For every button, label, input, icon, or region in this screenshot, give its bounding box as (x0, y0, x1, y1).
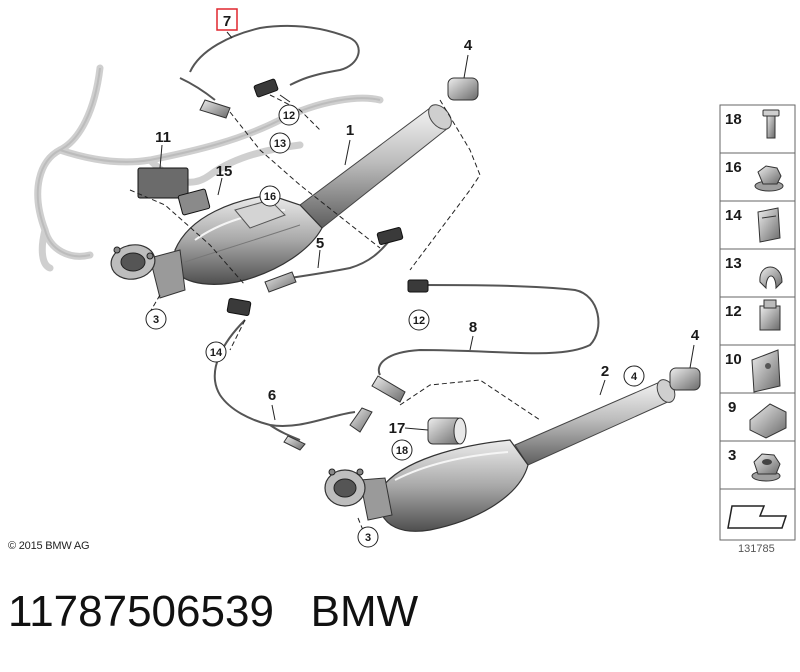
isolator-part-17 (427, 417, 467, 445)
callout-5: 5 (316, 235, 324, 252)
circle-callout-18: 18 (391, 439, 413, 461)
copyright-notice: © 2015 BMW AG (8, 540, 90, 552)
clamp-icon (749, 403, 787, 439)
callout-labels: 7 4 1 11 15 5 8 4 2 6 17 (155, 13, 700, 437)
circled-callouts: 12 13 16 3 12 14 4 18 3 (145, 104, 645, 548)
circle-callout-4: 4 (623, 365, 645, 387)
svg-text:16: 16 (264, 191, 276, 203)
callout-8: 8 (469, 319, 477, 336)
panel-num-9: 9 (728, 399, 736, 416)
callout-15: 15 (216, 163, 233, 180)
cable-clip-icon (759, 266, 783, 290)
clip-holder-icon (757, 207, 781, 243)
connectors (137, 78, 429, 316)
clamp-part-4 (447, 77, 701, 391)
svg-text:4: 4 (631, 371, 638, 383)
callout-4-upper: 4 (464, 37, 473, 54)
hex-flange-nut-icon (754, 165, 784, 192)
svg-text:14: 14 (210, 347, 223, 359)
circle-callout-13: 13 (269, 132, 291, 154)
upper-catalytic-converter (110, 104, 452, 299)
callout-2: 2 (601, 363, 609, 380)
svg-text:12: 12 (283, 110, 295, 122)
callout-17: 17 (389, 420, 406, 437)
plug-holder-icon (759, 299, 781, 331)
callout-4-lower: 4 (691, 327, 700, 344)
bolt-icon (762, 109, 780, 139)
callout-1: 1 (346, 122, 354, 139)
part-number: 11787506539 (8, 587, 274, 636)
circle-callout-16: 16 (259, 185, 281, 207)
hardware-side-panel: 18 16 14 13 12 10 9 (719, 104, 796, 541)
circle-callout-12-middle: 12 (408, 309, 430, 331)
svg-text:13: 13 (274, 138, 286, 150)
brand-name: BMW (310, 587, 419, 636)
panel-num-13: 13 (725, 255, 742, 272)
panel-num-10: 10 (725, 351, 742, 368)
arrow-icon (727, 505, 788, 529)
circle-callout-3-lower: 3 (357, 526, 379, 548)
svg-text:3: 3 (365, 532, 371, 544)
hex-nut-icon (751, 453, 781, 482)
svg-text:12: 12 (413, 315, 425, 327)
sensor-bodies (199, 99, 406, 451)
circle-callout-14: 14 (205, 341, 227, 363)
diagram-id: 131785 (738, 543, 775, 555)
highlight-box-7 (216, 8, 238, 31)
circle-callout-12-upper: 12 (278, 104, 300, 126)
dashed-leader-lines (129, 94, 541, 536)
callout-6: 6 (268, 387, 276, 404)
leader-lines (159, 31, 695, 431)
panel-num-18: 18 (725, 111, 742, 128)
part-number-title: 11787506539 BMW (8, 587, 418, 637)
panel-num-16: 16 (725, 159, 742, 176)
panel-num-3: 3 (728, 447, 736, 464)
panel-num-14: 14 (725, 207, 742, 224)
bracket-icon (751, 349, 781, 393)
callout-11: 11 (155, 129, 171, 146)
svg-text:3: 3 (153, 314, 159, 326)
panel-num-12: 12 (725, 303, 742, 320)
lower-catalytic-converter (324, 379, 676, 532)
callout-7: 7 (223, 13, 231, 30)
svg-text:18: 18 (396, 445, 408, 457)
circle-callout-3-upper: 3 (145, 308, 167, 330)
